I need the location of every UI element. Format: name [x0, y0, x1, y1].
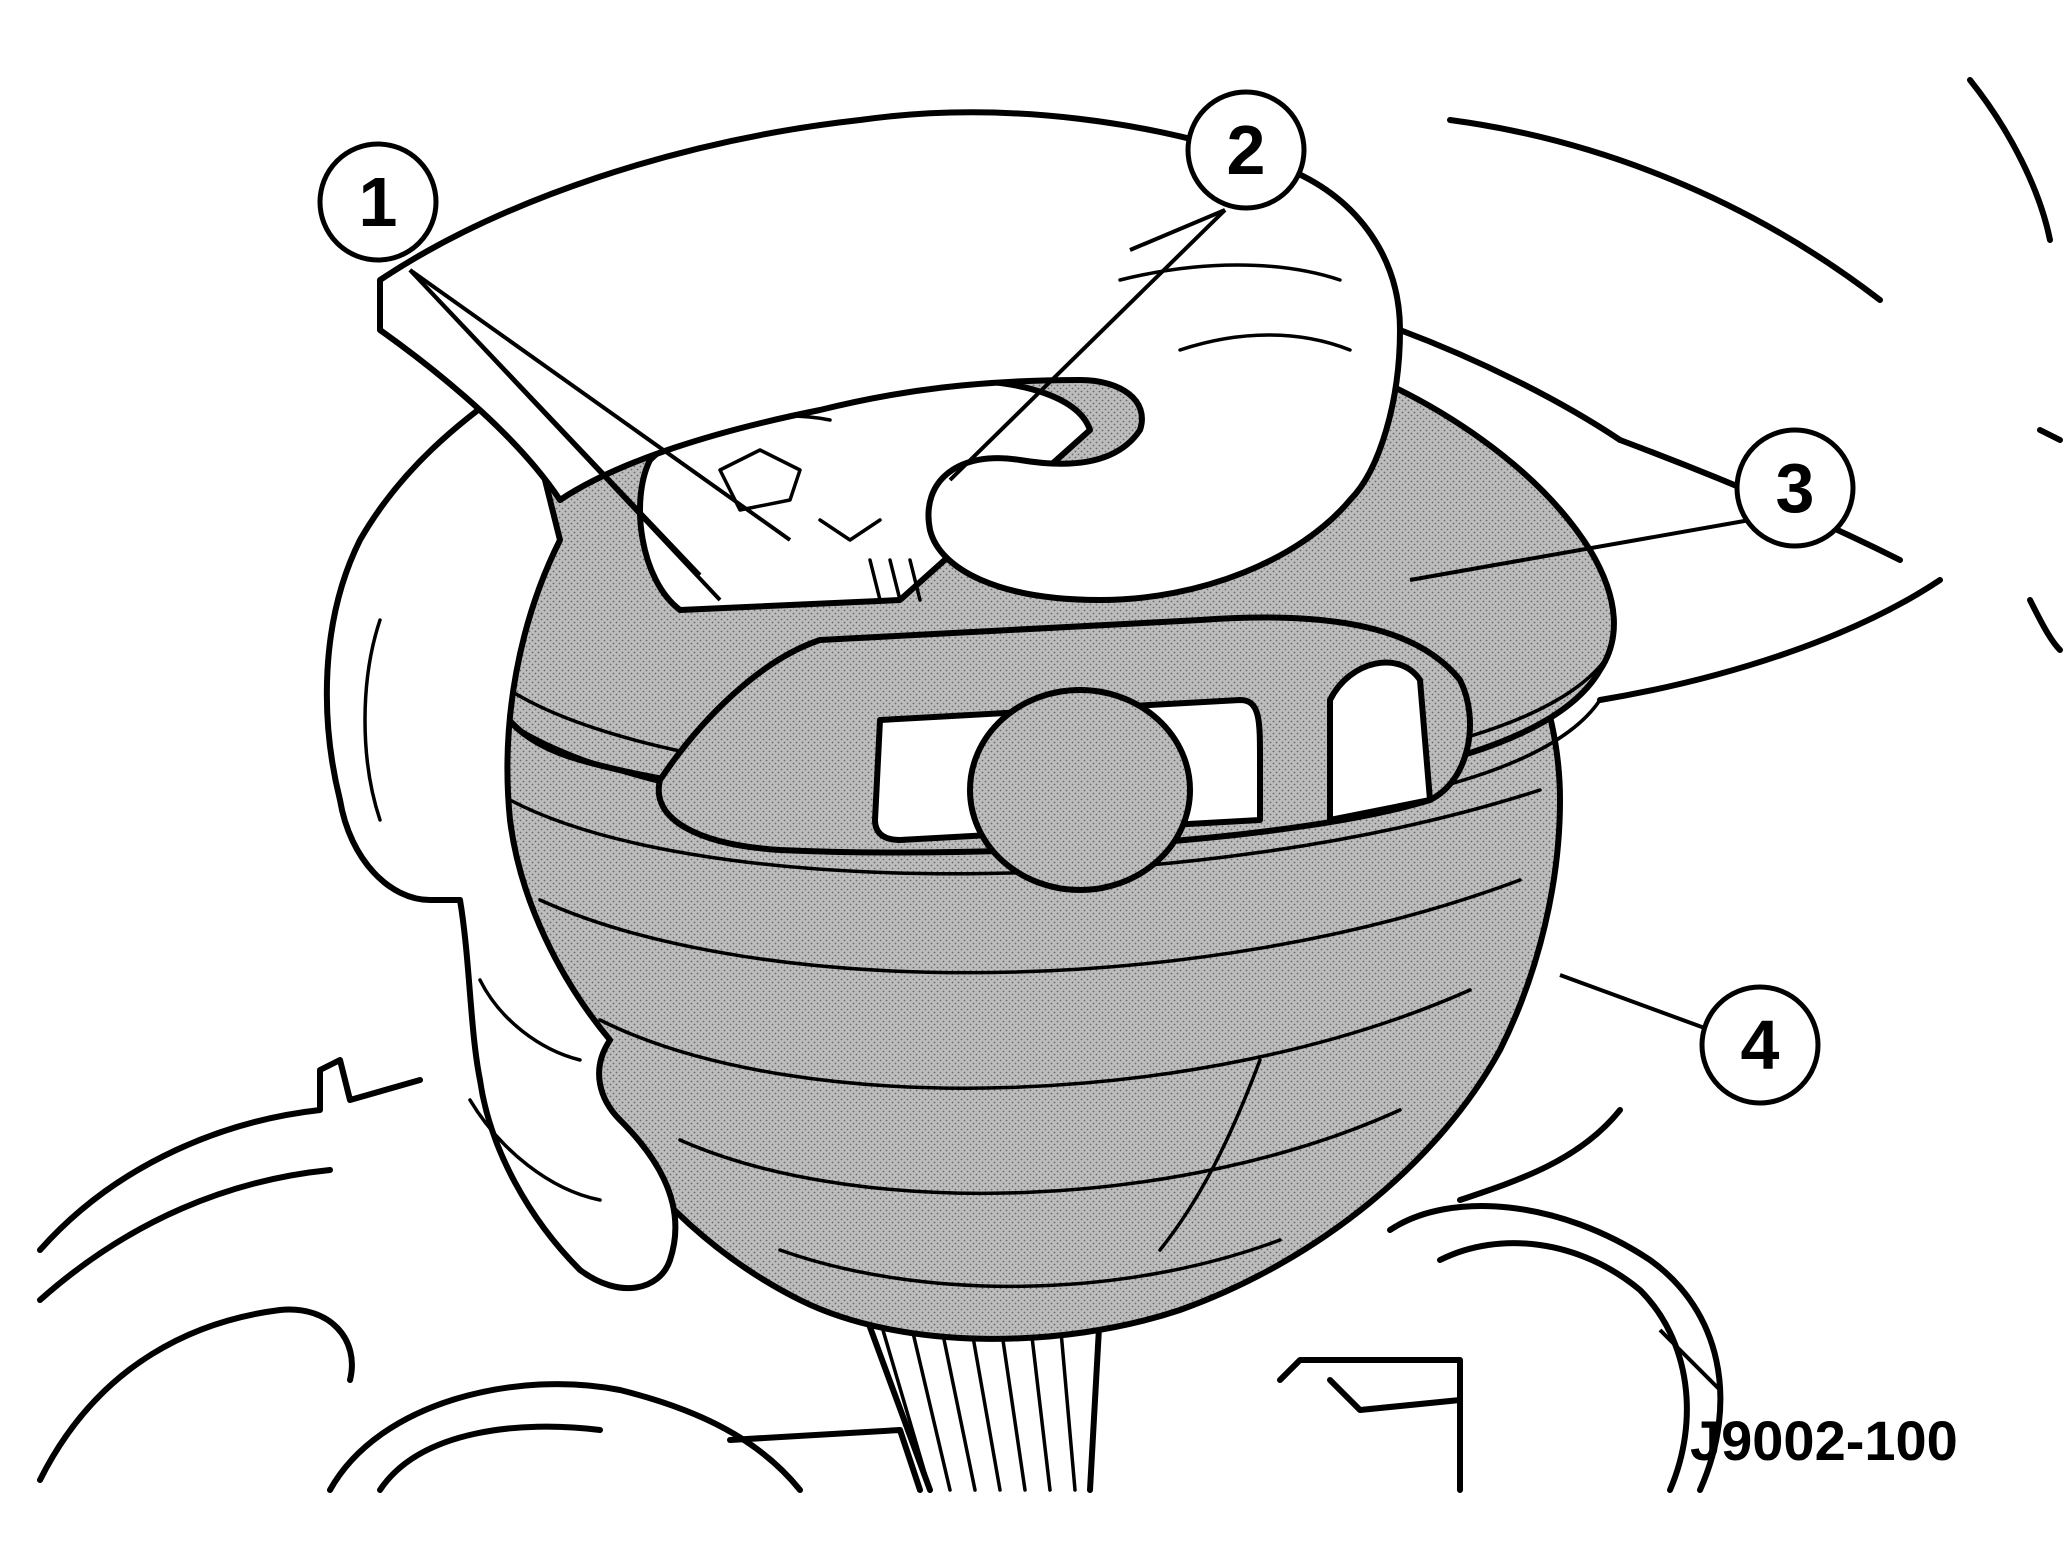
shaft-splines [857, 1297, 1103, 1493]
callout-3: 3 [1734, 427, 1856, 549]
callout-1-label: 1 [359, 163, 398, 241]
ball [967, 687, 1193, 893]
callout-3-label: 3 [1776, 449, 1815, 527]
callout-4-label: 4 [1741, 1006, 1780, 1084]
base-bracket [37, 1057, 1724, 1493]
right-background-lines [1447, 77, 2063, 703]
left-hand [323, 377, 679, 1292]
callout-2: 2 [1185, 89, 1307, 211]
leader-lines [408, 208, 1751, 1392]
callout-1: 1 [317, 141, 439, 263]
callout-4: 4 [1699, 984, 1821, 1106]
callout-2-label: 2 [1227, 111, 1266, 189]
figure-code: J9002-100 [1690, 1409, 1958, 1472]
upper-hand [377, 109, 1623, 603]
